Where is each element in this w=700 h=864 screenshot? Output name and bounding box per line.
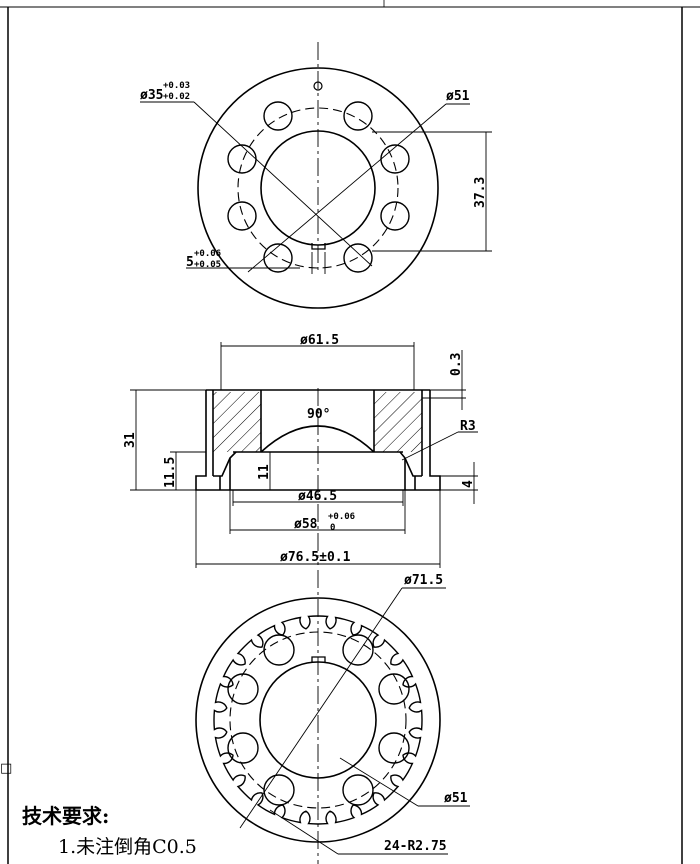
bottom-view-labels: ø71.5 ø51 24-R2.75 xyxy=(384,573,468,854)
top-view xyxy=(140,42,492,309)
margin-mark: □ xyxy=(0,761,12,776)
keyway-bottom xyxy=(311,656,326,663)
teeth-dimension: 24-R2.75 xyxy=(384,839,447,854)
requirement-item-1: 1.未注倒角C0.5 xyxy=(58,836,197,858)
keyway-depth-dimension: 37.3 xyxy=(473,177,488,208)
fillet-dimension: R3 xyxy=(460,419,476,434)
bore-tol-lower: +0.02 xyxy=(163,92,190,102)
seat-diameter-dimension: ø58 xyxy=(294,517,318,532)
hole-circle-dimension: ø51 xyxy=(446,89,470,104)
shoulder-height-dimension: 11.5 xyxy=(163,457,178,488)
keyway-tol-lower: +0.05 xyxy=(194,260,221,270)
bottom-view xyxy=(195,570,470,864)
total-height-dimension: 31 xyxy=(123,432,138,448)
outer-circle-dimension: ø71.5 xyxy=(404,573,443,588)
flange-height-dimension: 4 xyxy=(461,480,476,488)
bolt-holes-bottom xyxy=(227,634,410,806)
section-dimension-lines xyxy=(130,342,478,568)
top-diameter-dimension: ø61.5 xyxy=(300,333,339,348)
bore-tol-upper: +0.03 xyxy=(163,81,190,91)
section-view-labels: ø61.5 0.3 90° R3 31 11.5 11 4 ø46.5 ø58 … xyxy=(123,333,476,565)
inner-height-dimension: 11 xyxy=(257,464,272,480)
seat-tol-lower: 0 xyxy=(330,523,335,533)
bore-dimension: ø35 xyxy=(140,88,163,103)
leaders-bottom xyxy=(239,587,470,855)
section-view xyxy=(130,342,478,568)
outer-diameter-dimension: ø76.5±0.1 xyxy=(280,550,351,565)
recess-diameter-dimension: ø46.5 xyxy=(298,489,337,504)
keyway-top xyxy=(311,243,326,250)
bolt-holes-top xyxy=(227,101,410,273)
step-height-dimension: 0.3 xyxy=(449,353,464,376)
hole-circle-bottom-dimension: ø51 xyxy=(444,791,468,806)
seat-tol-upper: +0.06 xyxy=(328,512,355,522)
keyway-width-dimension: 5 xyxy=(186,255,194,270)
cone-angle-dimension: 90° xyxy=(307,407,330,422)
top-view-labels: ø35 +0.03 +0.02 ø51 37.3 5 +0.06 +0.05 xyxy=(140,81,488,270)
leaders-top xyxy=(140,101,492,274)
requirements-title: 技术要求: xyxy=(22,804,110,828)
keyway-tol-upper: +0.06 xyxy=(194,249,221,259)
